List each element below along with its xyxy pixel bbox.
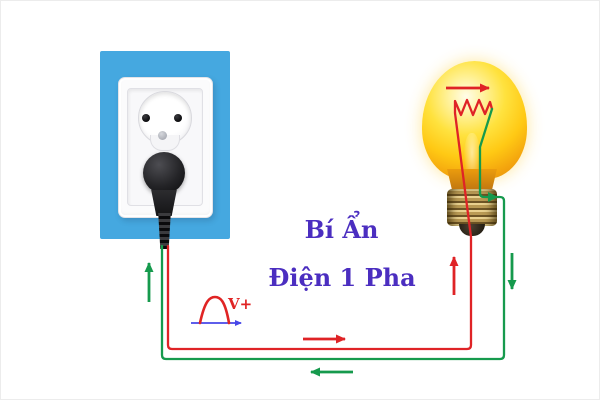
socket-pin-hole-left: [142, 114, 150, 122]
light-bulb-screw-base: [447, 189, 497, 226]
mystery-label: Bí Ẩn: [304, 215, 379, 244]
phase-label: Điện 1 Pha: [268, 263, 416, 292]
socket-ground-dot: [158, 131, 167, 140]
light-bulb-collar: [447, 169, 497, 191]
light-bulb-contact-tip: [459, 224, 485, 236]
power-plug-body: [143, 152, 185, 194]
voltage-pulse-curve: [198, 295, 231, 325]
power-plug-cord: [158, 213, 171, 249]
voltage-pulse-label: V+: [228, 295, 253, 313]
socket-pin-hole-right: [174, 114, 182, 122]
